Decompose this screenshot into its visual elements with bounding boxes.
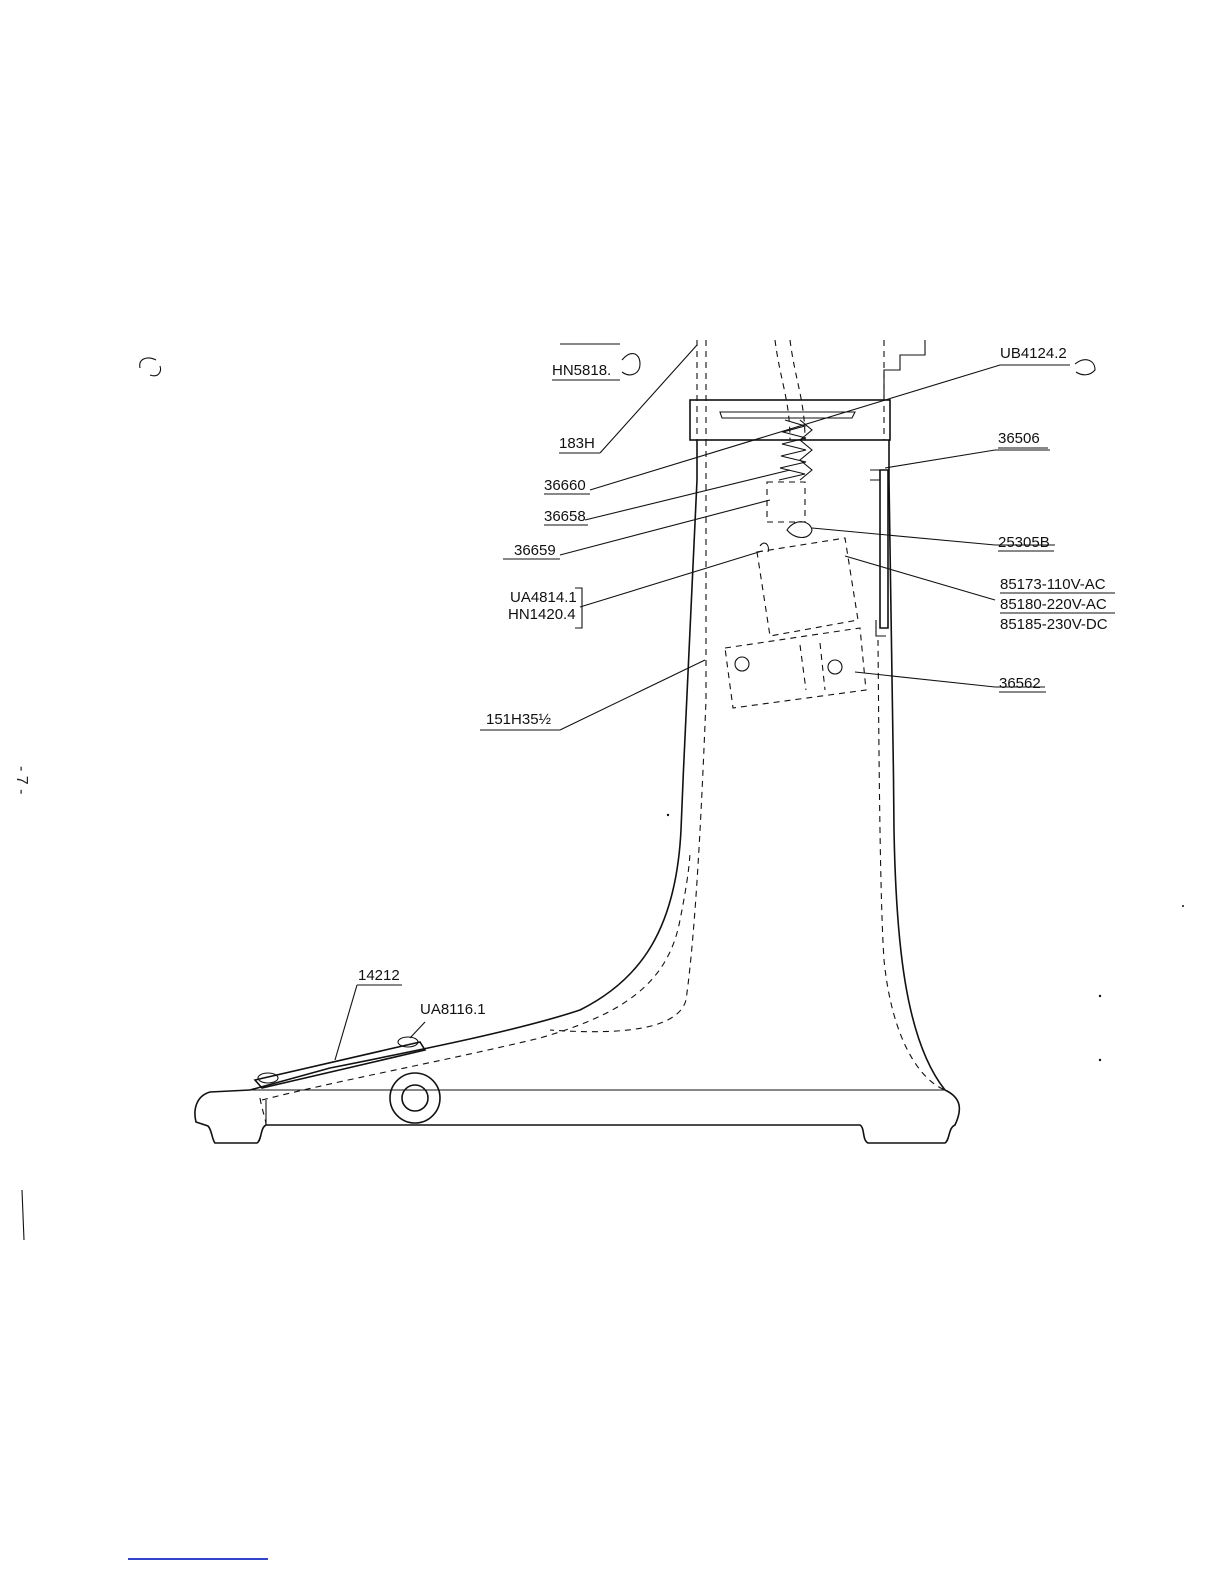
label-85180-220v-ac: 85180-220V-AC — [1000, 596, 1107, 613]
hidden-contours — [260, 340, 945, 1125]
label-85173-110v-ac: 85173-110V-AC — [1000, 576, 1106, 593]
label-ua8116-1: UA8116.1 — [420, 1001, 486, 1018]
label-36658: 36658 — [544, 508, 586, 525]
plunger — [767, 482, 812, 538]
label-36660: 36660 — [544, 477, 586, 494]
label-hn1420-4: HN1420.4 — [508, 606, 576, 623]
bottom-rule — [128, 1558, 268, 1560]
label-ua4814-1: UA4814.1 — [510, 589, 577, 606]
label-151h35-half: 151H35½ — [486, 711, 552, 728]
label-36562: 36562 — [999, 675, 1041, 692]
leader-lines — [335, 345, 1070, 1060]
label-25305b: 25305B — [998, 534, 1050, 551]
label-hn5818: HN5818. — [552, 362, 611, 379]
side-bracket — [870, 470, 888, 636]
collar — [690, 340, 925, 440]
stand-body — [195, 440, 959, 1143]
label-36506: 36506 — [998, 430, 1040, 447]
page-number: - 7 - — [12, 766, 30, 806]
label-85185-230v-dc: 85185-230V-DC — [1000, 616, 1108, 633]
label-14212: 14212 — [358, 967, 400, 984]
screw-fragment — [140, 344, 1095, 376]
switch-housing — [757, 538, 858, 636]
label-183h: 183H — [559, 435, 595, 452]
label-ub4124-2: UB4124.2 — [1000, 345, 1067, 362]
scan-marks — [22, 814, 1184, 1240]
mounting-plate — [725, 628, 866, 708]
label-36659: 36659 — [514, 542, 556, 559]
